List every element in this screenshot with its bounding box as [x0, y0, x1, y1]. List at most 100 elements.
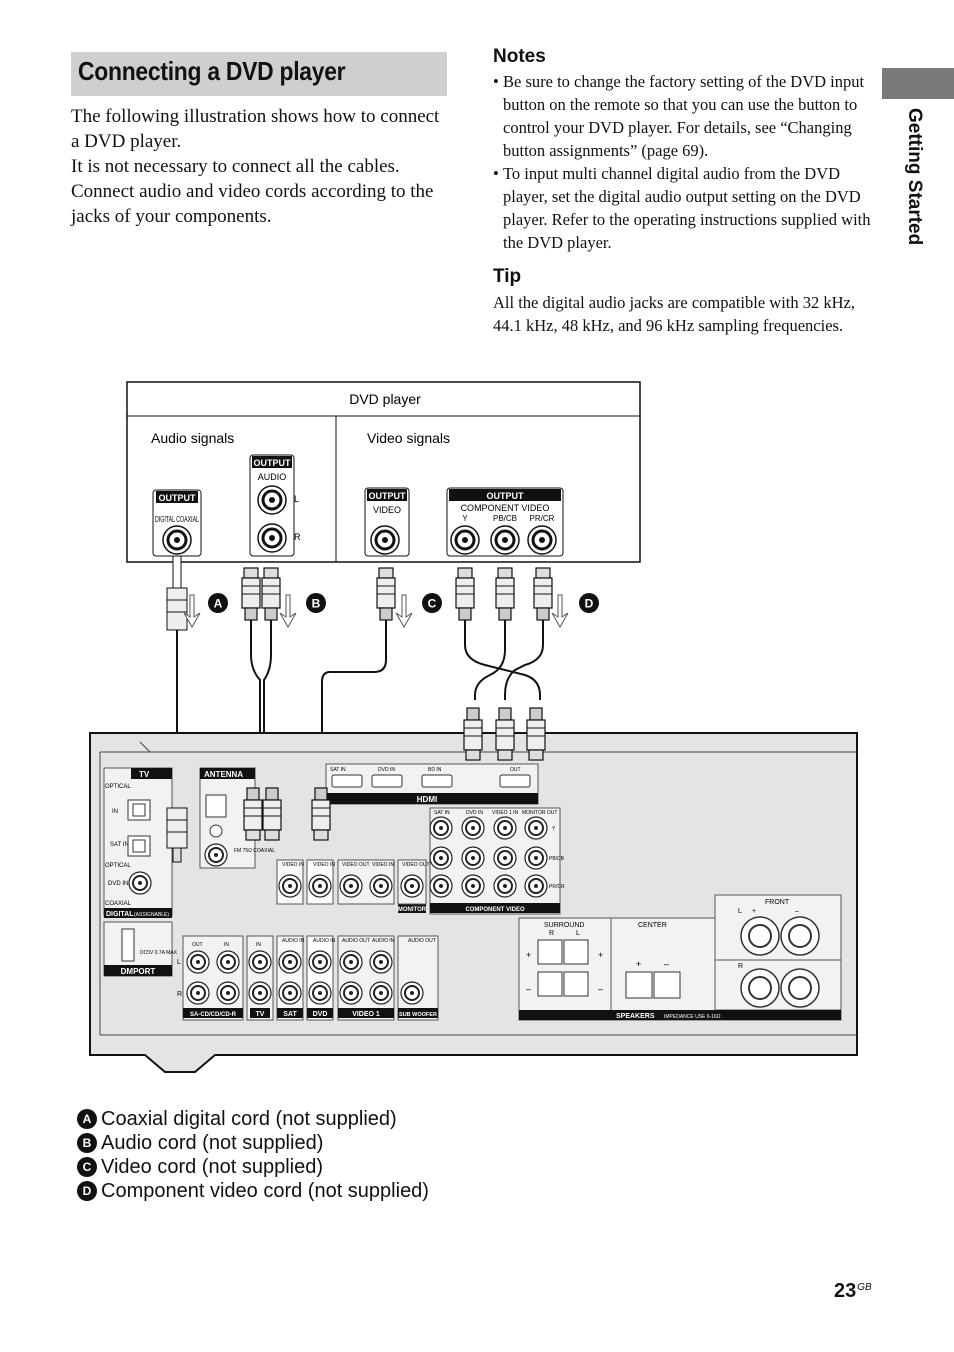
legend-text: Component video cord (not supplied)	[101, 1180, 429, 1202]
rx-dmport-label: DMPORT	[121, 967, 156, 976]
rx-plus: +	[636, 959, 641, 969]
intro-line: The following illustration shows how to …	[71, 106, 440, 152]
rx-front-r: R	[738, 963, 743, 970]
component-video-output: OUTPUT COMPONENT VIDEO Y PB/CB PR/CR	[446, 487, 564, 557]
section-title-box: Connecting a DVD player	[71, 52, 447, 96]
rx-assignable-label: (ASSIGNABLE)	[134, 912, 169, 918]
cable-letter: D	[585, 597, 594, 611]
rx-in-label: IN	[256, 942, 261, 948]
section-side-label: Getting Started	[904, 108, 925, 246]
rx-audio-in: AUDIO IN	[313, 938, 336, 944]
rx-dmport-power-label: DC5V 0.7A MAX	[140, 950, 178, 956]
rx-cv-y: Y	[552, 826, 556, 832]
output-label: OUTPUT	[159, 493, 197, 503]
pb-label: PB/CB	[493, 514, 517, 523]
cable-letter: C	[428, 597, 437, 611]
rx-audio-in: AUDIO IN	[372, 938, 395, 944]
dvd-player-label: DVD player	[349, 391, 421, 407]
rx-surround-l: L	[576, 930, 580, 937]
rx-cv-sat-in: SAT IN	[434, 810, 450, 816]
rx-hdmi-bd-in-label: BD IN	[428, 767, 442, 773]
rx-digital-label: DIGITAL	[106, 911, 134, 918]
rx-monitor-label: MONITOR	[398, 907, 427, 913]
note-item: To input multi channel digital audio fro…	[493, 162, 873, 254]
rx-audio-out: AUDIO OUT	[408, 938, 436, 944]
rx-surround-label: SURROUND	[544, 922, 584, 929]
rx-dvd-in-label: DVD IN	[108, 881, 128, 887]
rx-cv-dvd-in: DVD IN	[466, 810, 483, 816]
output-label: OUTPUT	[254, 458, 292, 468]
pr-label: PR/CR	[530, 514, 555, 523]
connection-diagram: DVD player Audio signals Video signals O…	[89, 381, 858, 1073]
audio-output: OUTPUT AUDIO L R	[249, 454, 301, 557]
cable-badge-c: C	[422, 593, 442, 613]
rx-minus: –	[598, 984, 603, 994]
notes-list: Be sure to change the factory setting of…	[493, 70, 873, 254]
page-title: Connecting a DVD player	[78, 56, 346, 86]
legend-item: D Component video cord (not supplied)	[77, 1179, 429, 1203]
output-label: OUTPUT	[487, 491, 525, 501]
legend-badge: D	[77, 1181, 97, 1201]
legend-text: Video cord (not supplied)	[101, 1156, 323, 1178]
rx-component-video-label: COMPONENT VIDEO	[465, 907, 525, 913]
cable-badge-b: B	[306, 593, 326, 613]
page-number-suffix: GB	[857, 1282, 872, 1293]
video-label: VIDEO	[373, 505, 401, 515]
intro-line: Connect audio and video cords according …	[71, 181, 434, 227]
rx-plus: +	[752, 908, 756, 915]
output-label: OUTPUT	[369, 491, 407, 501]
component-video-label: COMPONENT VIDEO	[461, 503, 550, 513]
rx-video-out: VIDEO OUT	[402, 862, 430, 868]
cable-letter: B	[312, 597, 321, 611]
rx-front-l: L	[738, 908, 742, 915]
intro-text: The following illustration shows how to …	[71, 104, 451, 229]
audio-signals-label: Audio signals	[151, 430, 234, 446]
rx-surround-r: R	[549, 930, 554, 937]
rx-video-in: VIDEO IN	[282, 862, 304, 868]
rx-plus: +	[598, 950, 603, 960]
receiver-side-plugs	[166, 707, 546, 863]
rx-plus: +	[526, 950, 531, 960]
rx-r-label: R	[177, 991, 182, 998]
rx-hdmi-dvd-in-label: DVD IN	[378, 767, 395, 773]
rx-video-in: VIDEO IN	[372, 862, 394, 868]
rx-tv-label: TV	[139, 770, 150, 779]
legend-item: C Video cord (not supplied)	[77, 1155, 429, 1179]
dvd-side-plugs	[166, 555, 553, 631]
legend-text: Audio cord (not supplied)	[101, 1132, 324, 1154]
rx-video-in: VIDEO IN	[313, 862, 335, 868]
rx-minus: –	[795, 908, 799, 915]
audio-l-label: L	[294, 494, 299, 504]
note-item: Be sure to change the factory setting of…	[493, 70, 873, 162]
rx-cv-video1-in: VIDEO 1 IN	[492, 810, 519, 816]
rx-optical-label: OPTICAL	[105, 863, 131, 869]
rx-antenna-label: ANTENNA	[204, 770, 243, 779]
rx-video-out: VIDEO OUT	[342, 862, 370, 868]
audio-label: AUDIO	[258, 472, 287, 482]
rx-subwoofer-label: SUB WOOFER	[399, 1012, 437, 1018]
rx-video1-label: VIDEO 1	[352, 1011, 380, 1018]
page-number: 23GB	[834, 1280, 872, 1303]
legend-item: A Coaxial digital cord (not supplied)	[77, 1107, 429, 1131]
y-label: Y	[462, 514, 468, 523]
tip-heading: Tip	[493, 266, 522, 287]
legend-badge: C	[77, 1157, 97, 1177]
rx-sacd-label: SA-CD/CD/CD-R	[190, 1012, 237, 1018]
rx-in-label: IN	[112, 809, 118, 815]
rx-tv-in-label: TV	[256, 1011, 265, 1018]
audio-r-label: R	[294, 532, 301, 542]
rx-front-label: FRONT	[765, 899, 790, 906]
rx-l-label: L	[177, 959, 181, 966]
rx-cv-pb: PB/CB	[549, 856, 565, 862]
rx-hdmi-sat-in-label: SAT IN	[330, 767, 346, 773]
rx-center-label: CENTER	[638, 922, 667, 929]
rx-speakers-label: SPEAKERS	[616, 1013, 655, 1020]
rx-hdmi-label: HDMI	[417, 795, 437, 804]
rx-sat-in-label: SAT IN	[110, 842, 129, 848]
rx-audio-in: AUDIO IN	[282, 938, 305, 944]
cable-badge-a: A	[208, 593, 228, 613]
section-side-tab	[882, 68, 954, 99]
rx-out-label: OUT	[192, 942, 203, 948]
cable-letter: A	[214, 597, 223, 611]
intro-line: It is not necessary to connect all the c…	[71, 156, 400, 177]
